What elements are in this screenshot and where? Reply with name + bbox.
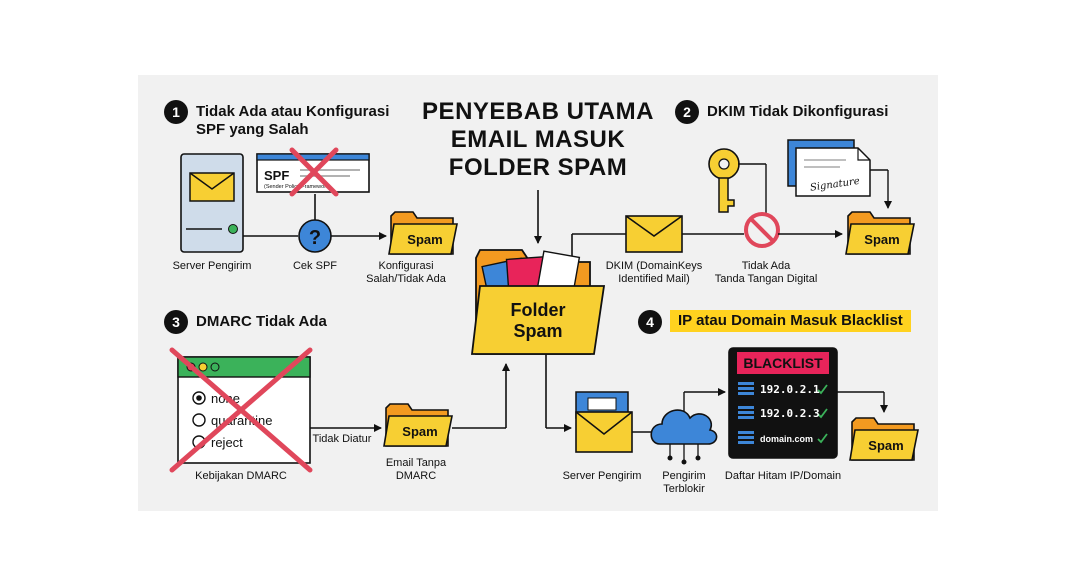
section-3-heading: 3 DMARC Tidak Ada <box>164 310 327 334</box>
blacklist-server-icon <box>575 391 633 453</box>
spf-cross-icon <box>289 147 339 197</box>
blacklist-label-blocked: Pengirim Terblokir <box>662 470 706 495</box>
blacklist-panel <box>728 347 838 459</box>
section-2-title: DKIM Tidak Dikonfigurasi <box>707 103 889 120</box>
diagram-title: PENYEBAB UTAMA EMAIL MASUK FOLDER SPAM <box>422 98 654 181</box>
section-2-heading: 2 DKIM Tidak Dikonfigurasi <box>675 100 888 124</box>
blacklist-spam-label: Spam <box>868 438 903 453</box>
spf-label-check: Cek SPF <box>292 260 338 272</box>
blacklist-header: BLACKLIST <box>743 355 823 371</box>
dkim-no-signature-icon <box>744 212 780 248</box>
spf-card-title: SPF <box>264 168 289 183</box>
section-4-heading: 4 IP atau Domain Masuk Blacklist <box>638 310 911 334</box>
dmarc-cross-icon <box>169 347 313 473</box>
section-1-number: 1 <box>164 100 188 124</box>
spf-spam-label: Spam <box>407 232 442 247</box>
spf-check-icon: ? <box>298 219 332 253</box>
blacklist-entry-2: 192.0.2.3 <box>760 407 820 420</box>
spf-server-icon <box>180 153 244 253</box>
dmarc-option-reject: reject <box>211 435 243 450</box>
blacklist-entry-3: domain.com <box>760 434 813 444</box>
dmarc-spam-label: Spam <box>402 424 437 439</box>
dmarc-label-policy: Kebijakan DMARC <box>195 470 287 482</box>
dkim-spam-label: Spam <box>864 232 899 247</box>
blacklist-entry-1: 192.0.2.1 <box>760 383 820 396</box>
dkim-envelope-icon <box>625 215 683 253</box>
center-spam-folder-icon <box>470 249 606 355</box>
section-3-title: DMARC Tidak Ada <box>196 313 327 330</box>
spf-label-config: Konfigurasi Salah/Tidak Ada <box>366 260 446 285</box>
svg-text:?: ? <box>309 227 321 249</box>
section-4-number: 4 <box>638 310 662 334</box>
dmarc-edge-label: Tidak Diatur <box>313 433 372 445</box>
spf-label-server: Server Pengirim <box>172 260 252 272</box>
dmarc-label-no-dmarc: Email Tanpa DMARC <box>385 457 447 482</box>
dkim-label-dkim: DKIM (DomainKeys Identified Mail) <box>605 260 703 285</box>
dkim-key-icon <box>708 148 740 213</box>
section-4-title: IP atau Domain Masuk Blacklist <box>670 310 911 332</box>
section-3-number: 3 <box>164 310 188 334</box>
section-1-title: Tidak Ada atau Konfigurasi SPF yang Sala… <box>196 103 390 138</box>
section-1-heading: 1 Tidak Ada atau Konfigurasi SPF yang Sa… <box>164 100 389 139</box>
center-folder-label: Folder Spam <box>510 300 566 341</box>
dkim-label-no-signature: Tidak Ada Tanda Tangan Digital <box>714 260 818 285</box>
dkim-signature-document-icon <box>787 139 871 197</box>
section-2-number: 2 <box>675 100 699 124</box>
blacklist-label-list: Daftar Hitam IP/Domain <box>724 470 842 482</box>
blacklist-label-server: Server Pengirim <box>562 470 642 482</box>
blocked-sender-cloud-icon <box>650 409 718 465</box>
